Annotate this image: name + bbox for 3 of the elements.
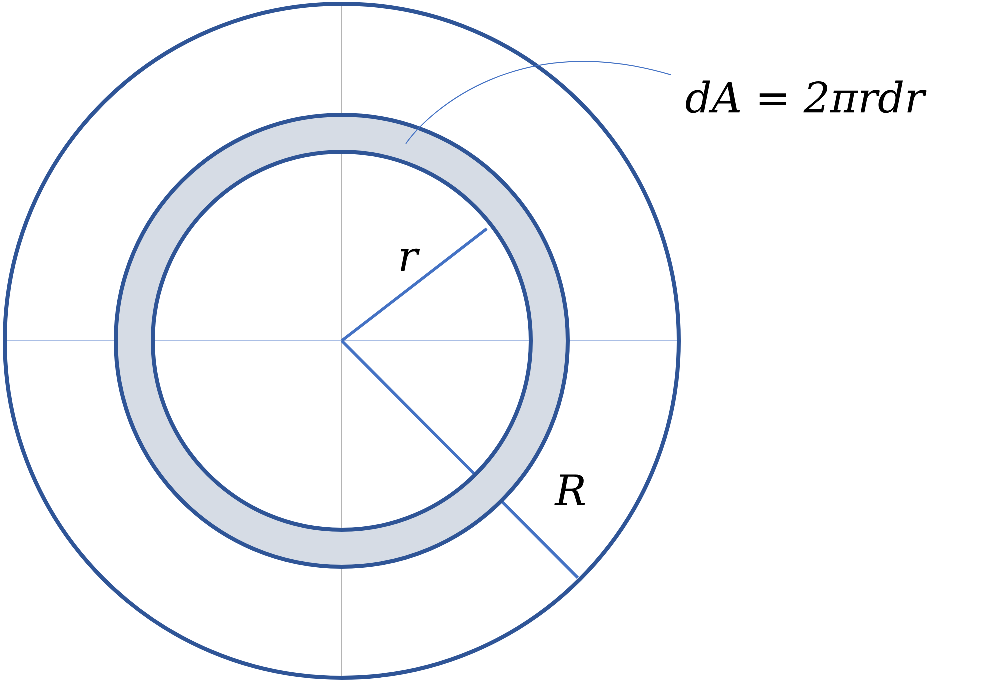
radius-label: r bbox=[400, 248, 420, 272]
formula-label: dA = 2πrdr bbox=[686, 80, 927, 114]
radius-label: R bbox=[554, 474, 586, 506]
